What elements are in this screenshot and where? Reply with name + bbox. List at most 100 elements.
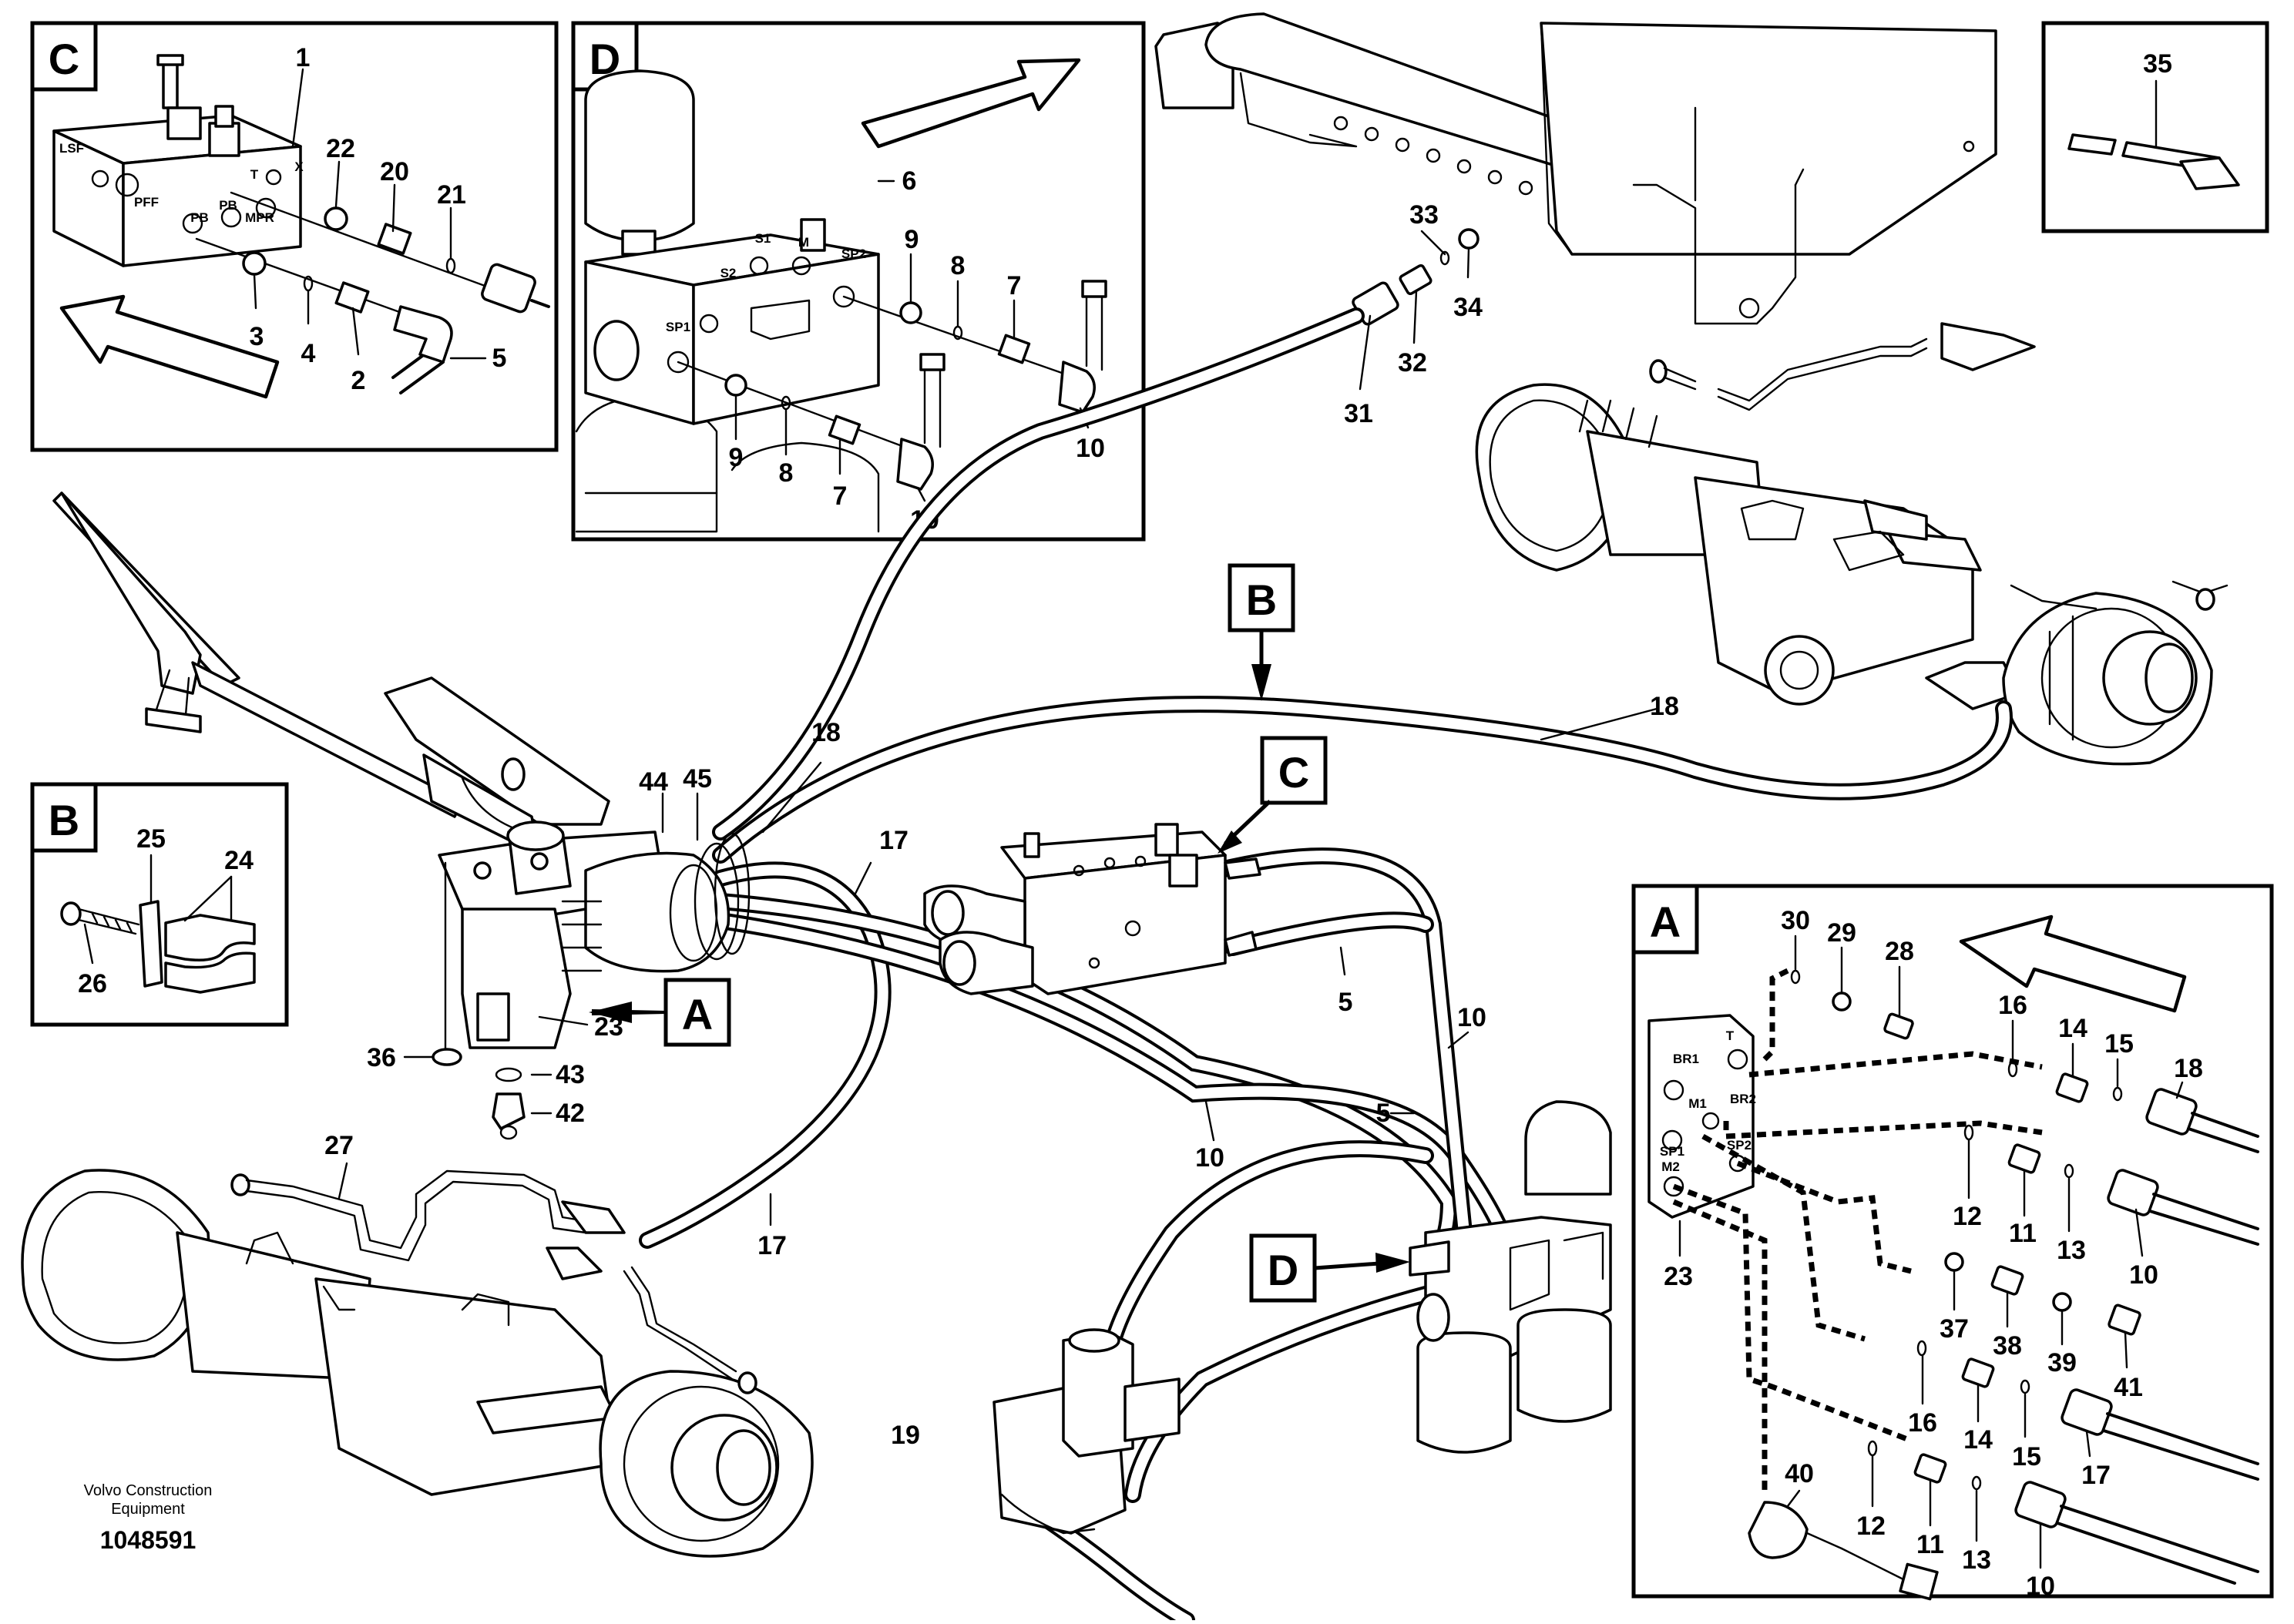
inset-d: D SP1 S2 S1 M SP2 [571,21,1146,542]
svg-text:20: 20 [380,157,409,186]
svg-text:33: 33 [1409,200,1439,230]
svg-text:X: X [294,159,304,174]
svg-text:44: 44 [639,767,668,797]
svg-text:34: 34 [1453,293,1483,322]
svg-text:10: 10 [1076,434,1105,463]
svg-text:9: 9 [729,443,744,472]
svg-text:B: B [1246,575,1277,624]
inset-d-leaders [734,180,1090,502]
svg-text:13: 13 [2057,1236,2086,1265]
svg-text:8: 8 [951,251,966,280]
svg-text:13: 13 [1962,1545,1991,1575]
inset-a-ports: BR1 T M1 BR2 SP1 SP2 M2 [1660,1028,1756,1174]
svg-text:14: 14 [2058,1014,2087,1043]
svg-text:M: M [798,235,809,250]
valve-block-main [923,823,1261,995]
inset-b-tag [30,782,98,853]
fittings-top [1790,969,1914,1040]
svg-text:BR1: BR1 [1673,1052,1699,1066]
svg-text:C: C [1278,748,1309,797]
svg-text:5: 5 [1376,1099,1391,1128]
svg-text:42: 42 [556,1099,585,1128]
rear-axle [1475,322,2229,766]
svg-text:26: 26 [78,969,107,998]
svg-text:T: T [1726,1028,1735,1043]
svg-text:32: 32 [1398,348,1427,377]
front-axle [21,1169,814,1558]
accumulator-block-main [1409,1100,1612,1454]
svg-text:7: 7 [1007,271,1022,300]
callout-d-tag [1249,1233,1317,1303]
svg-text:37: 37 [1940,1314,1969,1344]
svg-text:18: 18 [811,718,841,747]
fittings-row-4 [1916,1340,2259,1481]
callout-b-tag [1228,563,1295,632]
svg-text:35: 35 [2143,49,2172,79]
inset-b: B 25 24 26 [30,782,289,1027]
clip-part [2067,133,2117,156]
svg-text:SP1: SP1 [666,320,690,334]
svg-text:10: 10 [2026,1572,2055,1601]
brake-valve [432,820,751,1140]
clamp-plate [139,900,163,988]
fittings-31-34: 33 34 32 31 [1344,200,1483,428]
svg-text:25: 25 [136,824,166,854]
svg-text:S1: S1 [755,231,771,246]
svg-text:SP2: SP2 [841,247,866,261]
svg-text:23: 23 [1664,1262,1693,1291]
inset-c-frame [30,21,559,452]
flow-arrow-c [59,294,280,399]
inset-a-tag [1631,884,1699,955]
clamp-bolt [60,901,140,935]
inset-c-ports: LSF PFF PB PB MPR T X [59,141,304,225]
svg-text:18: 18 [2174,1054,2203,1083]
svg-text:38: 38 [1993,1331,2022,1361]
inset-b-labels: 25 24 26 [78,824,254,998]
callout-c: C [1218,736,1328,854]
svg-text:28: 28 [1885,937,1914,966]
svg-text:BR2: BR2 [1730,1092,1756,1106]
svg-text:40: 40 [1785,1459,1814,1488]
inset-c-leaders [253,68,487,360]
inset-c-fittings-upper [230,191,550,314]
svg-text:43: 43 [556,1060,585,1089]
svg-text:19: 19 [891,1421,920,1450]
callout-a: A [589,978,731,1047]
inset-c-tag [30,21,98,92]
svg-text:27: 27 [324,1131,354,1160]
hoses [639,307,2013,1624]
svg-text:7: 7 [833,481,848,511]
inset-c-fittings-lower [195,237,453,394]
svg-text:9: 9 [905,225,919,254]
credit-line-1: Volvo Construction [84,1482,213,1499]
svg-text:11: 11 [1916,1530,1944,1559]
svg-text:10: 10 [1457,1003,1486,1032]
inset-b-leaders [83,854,233,965]
inset-d-fittings-upper [842,280,1107,414]
svg-text:LSF: LSF [59,141,84,156]
svg-text:16: 16 [1908,1408,1937,1438]
inset-a-labels: 30 29 28 16 14 15 18 12 11 13 10 23 37 3… [1664,906,2203,1601]
inset-a-frame [1631,884,2274,1599]
svg-text:45: 45 [683,764,712,794]
inset-a-letter: A [1650,898,1681,946]
fittings-row-1 [2007,1061,2259,1153]
svg-text:17: 17 [757,1231,787,1260]
svg-text:10: 10 [1195,1143,1224,1173]
svg-text:22: 22 [326,134,355,163]
svg-text:PB: PB [219,198,237,213]
callout-b: B [1228,563,1295,701]
brake-valve-labels: 44 45 18 18 17 36 23 43 42 [367,692,1679,1128]
svg-text:MPR: MPR [245,210,274,225]
svg-text:3: 3 [250,322,264,351]
svg-text:29: 29 [1827,918,1856,948]
svg-text:SP2: SP2 [1727,1138,1752,1153]
svg-text:SP1: SP1 [1660,1144,1684,1159]
svg-text:24: 24 [224,846,254,875]
valve-port-plate [1647,1014,1755,1219]
svg-text:31: 31 [1344,399,1373,428]
svg-text:15: 15 [2104,1029,2134,1059]
clamp-halves [164,914,256,994]
callout-d: D [1249,1233,1410,1303]
credit-line-2: Equipment [111,1501,185,1518]
